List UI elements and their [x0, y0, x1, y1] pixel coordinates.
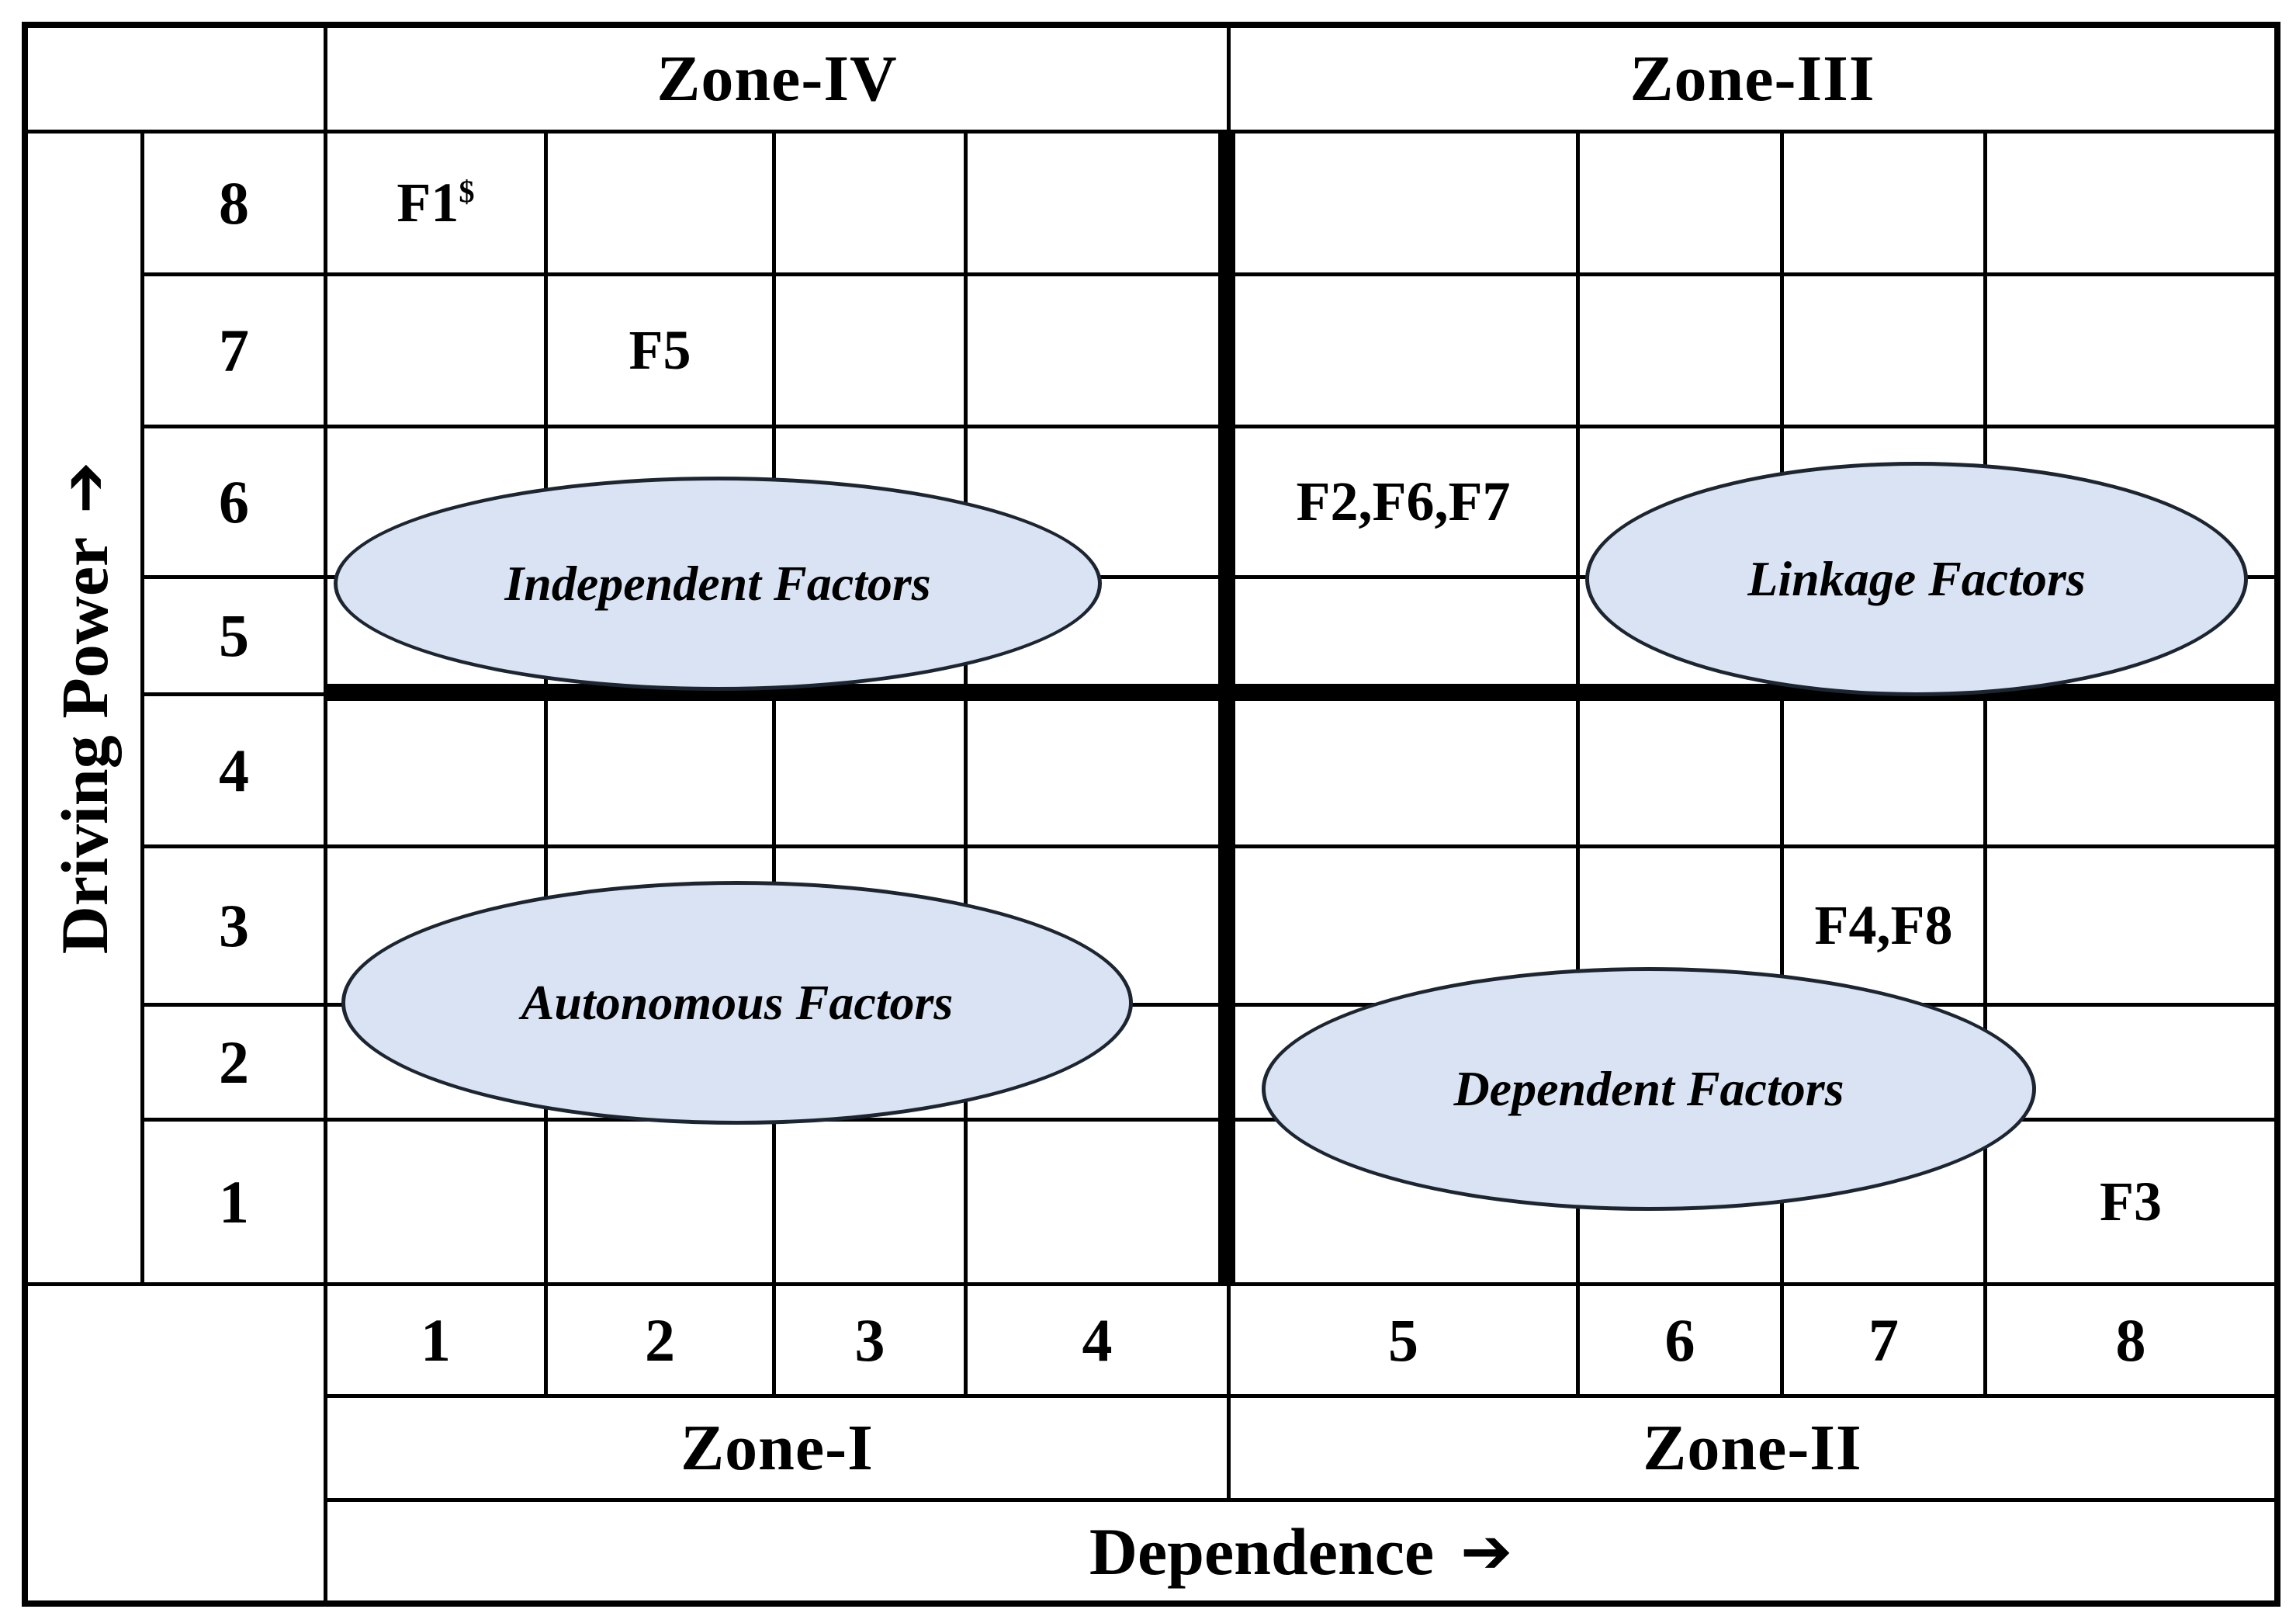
- grid-cell: [1576, 130, 1780, 272]
- zone-iv-header: Zone-IV: [324, 28, 1227, 130]
- x-tick-5: 5: [1227, 1282, 1576, 1394]
- y-tick-1: 1: [140, 1118, 324, 1282]
- x-tick-2: 2: [544, 1282, 772, 1394]
- grid-cell: [772, 1118, 964, 1282]
- y-axis-label: Driving Power: [47, 536, 122, 955]
- factor-cell: F3: [1983, 1118, 2274, 1282]
- grid-cell: [1780, 692, 1983, 844]
- grid-cell: [964, 425, 1227, 575]
- grid-cell: [324, 425, 544, 575]
- x-tick-1: 1: [324, 1282, 544, 1394]
- grid-cell: [544, 692, 772, 844]
- grid-cell: [1983, 692, 2274, 844]
- y-axis-label-group: Driving Power ➔: [46, 462, 123, 954]
- grid-cell: [1576, 692, 1780, 844]
- grid-cell: [324, 272, 544, 425]
- factor-label-f3: F3: [2100, 1170, 2162, 1233]
- grid-cell: [1983, 130, 2274, 272]
- grid-cell: [964, 1118, 1227, 1282]
- quadrant-divider-horizontal: [324, 684, 2274, 701]
- x-axis-label-group: Dependence ➔: [1089, 1513, 1512, 1590]
- grid-cell: [1576, 272, 1780, 425]
- y-tick-5: 5: [140, 575, 324, 692]
- grid-cell: [964, 272, 1227, 425]
- corner-cell: [28, 28, 324, 130]
- y-tick-2: 2: [140, 1003, 324, 1118]
- x-axis-label: Dependence: [1089, 1514, 1435, 1589]
- y-tick-8: 8: [140, 130, 324, 272]
- grid-cell: [1983, 272, 2274, 425]
- y-tick-7: 7: [140, 272, 324, 425]
- grid-cell: [772, 272, 964, 425]
- grid-cell: [964, 692, 1227, 844]
- right-arrow-icon: ➔: [1460, 1514, 1513, 1587]
- ellipse-independent-factors: Independent Factors: [334, 477, 1102, 691]
- x-axis: Dependence ➔: [324, 1498, 2274, 1600]
- grid-cell: [324, 692, 544, 844]
- y-tick-6: 6: [140, 425, 324, 575]
- y-axis: Driving Power ➔: [28, 130, 140, 1282]
- grid-cell: [544, 1118, 772, 1282]
- grid-cell: [1983, 844, 2274, 1003]
- factor-label-f1: F1$: [397, 172, 475, 234]
- ellipse-label: Dependent Factors: [1453, 1061, 1844, 1116]
- ellipse-label: Independent Factors: [504, 556, 931, 611]
- grid-cell: [1576, 844, 1780, 1003]
- factor-cell: F1$: [324, 130, 544, 272]
- grid-cell: [964, 130, 1227, 272]
- y-tick-3: 3: [140, 844, 324, 1003]
- bottom-left-empty-cell: [28, 1282, 324, 1600]
- ellipse-label: Autonomous Factors: [521, 975, 954, 1030]
- grid-cell: [1227, 272, 1576, 425]
- grid-cell: [324, 844, 544, 1003]
- x-tick-4: 4: [964, 1282, 1227, 1394]
- factor-superscript: $: [459, 174, 475, 209]
- grid-cell: [1780, 272, 1983, 425]
- grid-cell: [1227, 692, 1576, 844]
- ellipse-dependent-factors: Dependent Factors: [1262, 967, 2036, 1211]
- factor-label-f4-f8: F4,F8: [1814, 894, 1953, 956]
- factor-cell: F4,F8: [1780, 844, 1983, 1003]
- grid-cell: [1576, 425, 1780, 575]
- factor-label-f2-f6-f7: F2,F6,F7: [1296, 470, 1511, 532]
- y-tick-4: 4: [140, 692, 324, 844]
- ellipse-label: Linkage Factors: [1747, 551, 2086, 606]
- quadrant-divider-vertical: [1218, 130, 1235, 1282]
- x-tick-3: 3: [772, 1282, 964, 1394]
- grid-cell: [1780, 130, 1983, 272]
- grid-cell: [1227, 575, 1576, 692]
- x-tick-6: 6: [1576, 1282, 1780, 1394]
- zone-ii-header: Zone-II: [1227, 1394, 2274, 1498]
- zone-iii-header: Zone-III: [1227, 28, 2274, 130]
- ellipse-autonomous-factors: Autonomous Factors: [341, 881, 1133, 1125]
- grid-cell: [544, 130, 772, 272]
- ellipse-linkage-factors: Linkage Factors: [1585, 462, 2248, 696]
- micmac-driving-power-dependence-matrix: Zone-IV Zone-III Driving Power ➔ Zone-I …: [22, 22, 2280, 1607]
- factor-label-f5: F5: [629, 319, 691, 381]
- grid-cell: [324, 1118, 544, 1282]
- factor-cell: F2,F6,F7: [1227, 425, 1576, 575]
- zone-i-header: Zone-I: [324, 1394, 1227, 1498]
- grid-cell: [772, 130, 964, 272]
- x-tick-8: 8: [1983, 1282, 2274, 1394]
- x-tick-7: 7: [1780, 1282, 1983, 1394]
- factor-cell: F5: [544, 272, 772, 425]
- grid-cell: [772, 692, 964, 844]
- grid-cell: [1227, 130, 1576, 272]
- up-arrow-icon: ➔: [47, 461, 120, 514]
